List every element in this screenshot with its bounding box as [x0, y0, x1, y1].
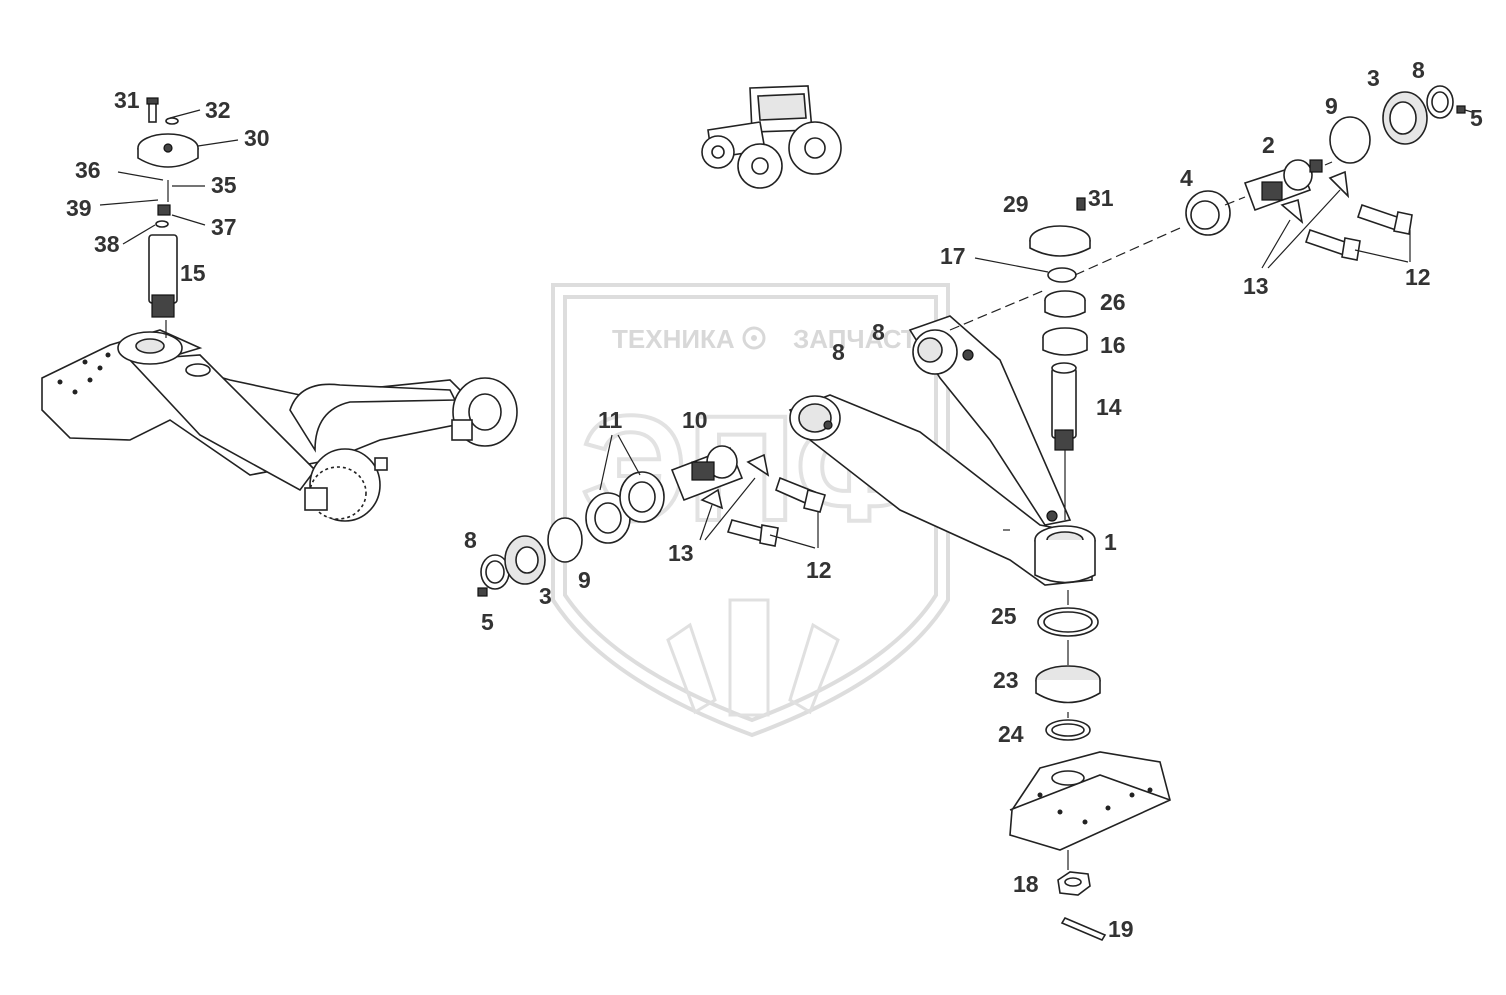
callout-17: 17	[940, 243, 966, 269]
callout-5-left: 5	[481, 609, 494, 635]
callout-26: 26	[1100, 289, 1126, 315]
leader-lines	[99, 109, 1473, 870]
callout-24: 24	[998, 721, 1024, 747]
callout-12-left: 12	[806, 557, 832, 583]
callout-18: 18	[1013, 871, 1039, 897]
right-bushing-group	[1185, 85, 1466, 261]
callout-38: 38	[94, 231, 120, 257]
callout-8-right: 8	[1412, 57, 1425, 83]
lower-stack	[1009, 607, 1171, 942]
callout-10: 10	[682, 407, 708, 433]
callout-25: 25	[991, 603, 1017, 629]
assembled-axle-view	[41, 329, 518, 522]
callout-37: 37	[211, 214, 237, 240]
callout-16: 16	[1100, 332, 1126, 358]
callout-31-right: 31	[1088, 185, 1114, 211]
kingpin-stack-left	[137, 97, 199, 338]
callout-15: 15	[180, 260, 206, 286]
gear-icon	[742, 326, 766, 350]
callout-36: 36	[75, 157, 101, 183]
callout-labels: 31 32 30 36 35 39 37 38 15 3 8 9 5 2 4 3…	[66, 57, 1483, 942]
callout-13-right: 13	[1243, 273, 1269, 299]
watermark-text-left: ТЕХНИКА	[612, 324, 735, 354]
callout-14: 14	[1096, 394, 1122, 420]
callout-13-left: 13	[668, 540, 694, 566]
callout-11: 11	[598, 407, 623, 433]
callout-3-left: 3	[539, 583, 552, 609]
callout-19: 19	[1108, 916, 1134, 942]
left-bushing-group	[477, 445, 826, 597]
upper-control-arm	[788, 315, 1096, 586]
callout-12-right: 12	[1405, 264, 1431, 290]
tractor-icon	[701, 85, 842, 189]
callout-30: 30	[244, 125, 270, 151]
callout-32: 32	[205, 97, 231, 123]
callout-23: 23	[993, 667, 1019, 693]
callout-4: 4	[1180, 165, 1193, 191]
callout-3-right: 3	[1367, 65, 1380, 91]
callout-1: 1	[1104, 529, 1117, 555]
callout-8-left: 8	[464, 527, 477, 553]
callout-39: 39	[66, 195, 92, 221]
callout-9-left: 9	[578, 567, 591, 593]
callout-5-right: 5	[1470, 105, 1483, 131]
callout-2: 2	[1262, 132, 1275, 158]
callout-9-right: 9	[1325, 93, 1338, 119]
watermark-towers	[666, 598, 840, 717]
callout-35: 35	[211, 172, 237, 198]
callout-8-arm-lower: 8	[832, 339, 845, 365]
callout-8-arm-upper: 8	[872, 319, 885, 345]
callout-31-left: 31	[114, 87, 140, 113]
callout-29: 29	[1003, 191, 1029, 217]
right-kingpin-stack	[1029, 197, 1091, 451]
